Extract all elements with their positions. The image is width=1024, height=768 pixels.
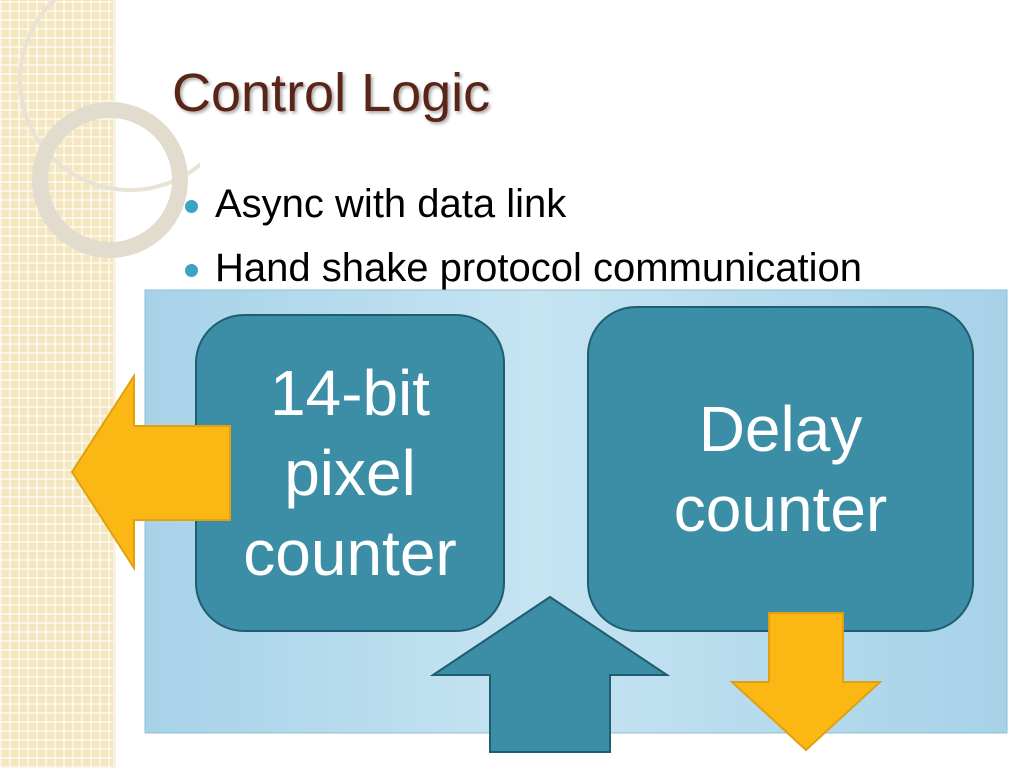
bullet-text: Async with data link	[215, 181, 567, 226]
output-down-arrow	[729, 612, 883, 752]
slide-title: Control Logic	[172, 63, 491, 123]
decorative-side-strip	[0, 0, 116, 768]
bullet-item: Hand shake protocol communication	[185, 236, 862, 300]
bullet-list: Async with data link Hand shake protocol…	[185, 172, 862, 300]
bullet-text: Hand shake protocol communication	[215, 245, 863, 290]
delay-counter-label: Delay counter	[673, 393, 888, 545]
bullet-dot-icon	[185, 263, 198, 277]
bullet-dot-icon	[185, 199, 198, 213]
pixel-counter-label: 14-bit pixel counter	[243, 357, 457, 589]
bullet-item: Async with data link	[185, 172, 862, 236]
